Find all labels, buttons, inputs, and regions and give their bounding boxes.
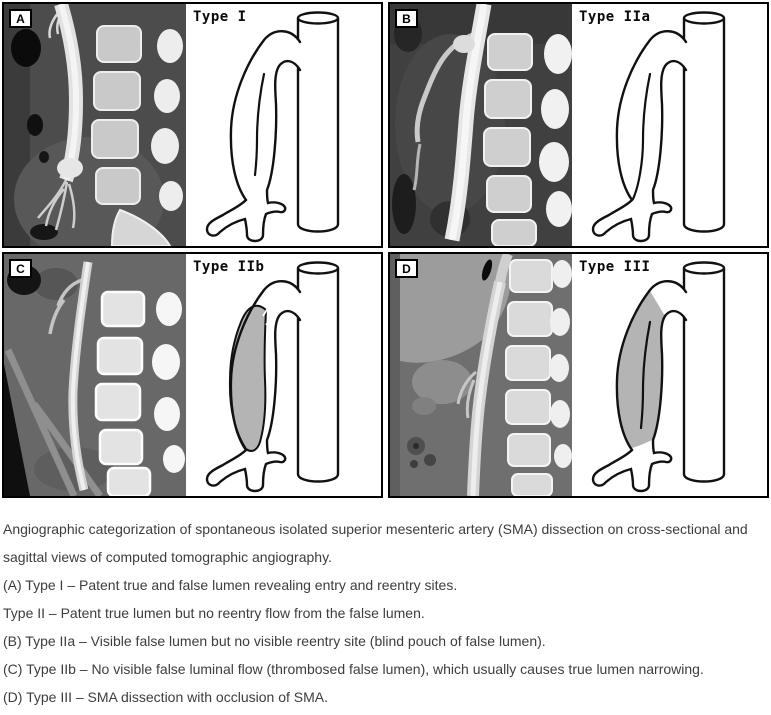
diagram-type-iib: Type IIb — [186, 254, 381, 496]
panel-letter-badge: A — [9, 9, 32, 28]
panel-b: B Type IIa — [388, 2, 769, 248]
panel-letter: C — [16, 261, 25, 276]
caption-item-c: (C) Type IIb – No visible false luminal … — [3, 661, 704, 677]
ct-image-c: C — [4, 254, 186, 496]
figure-caption: Angiographic categorization of spontaneo… — [3, 515, 761, 711]
sma-outline — [205, 280, 302, 493]
panel-letter: A — [16, 11, 25, 26]
caption-item-type2: Type II – Patent true lumen but no reent… — [3, 605, 425, 621]
type-label: Type IIa — [579, 9, 651, 25]
diagram-type-i: Type I — [186, 4, 381, 246]
aorta-opening — [296, 11, 340, 25]
ct-image-d: D — [390, 254, 572, 496]
figure-grid: A Type I — [2, 2, 769, 498]
dissection-flap-line — [639, 320, 652, 430]
dissection-flap-line — [631, 72, 652, 201]
entry-tear-marks — [262, 307, 272, 326]
aorta-opening — [682, 261, 726, 275]
sma-occlusion — [616, 291, 665, 448]
aorta-shape — [296, 18, 340, 233]
type-label: Type III — [579, 259, 651, 275]
schematic-type-iib — [205, 261, 340, 493]
schematic-type-iia — [591, 11, 726, 243]
type-label: Type I — [193, 9, 247, 25]
ct-image-a: A — [4, 4, 186, 246]
sma-outline — [591, 280, 688, 493]
panel-letter: D — [402, 261, 411, 276]
dissection-flap-line — [253, 72, 266, 177]
panel-c: C Type IIb — [2, 252, 383, 498]
panel-letter-badge: C — [9, 259, 32, 278]
diagram-type-iii: Type III — [572, 254, 767, 496]
ct-sagittal-b — [390, 4, 572, 246]
panel-letter: B — [402, 11, 411, 26]
caption-item-a: (A) Type I – Patent true and false lumen… — [3, 577, 458, 593]
caption-item-b: (B) Type IIa – Visible false lumen but n… — [3, 633, 546, 649]
diagram-type-iia: Type IIa — [572, 4, 767, 246]
schematic-type-i — [205, 11, 340, 243]
aorta-opening — [682, 11, 726, 25]
aorta-opening — [296, 261, 340, 275]
ct-sagittal-c — [4, 254, 186, 496]
panel-a: A Type I — [2, 2, 383, 248]
aorta-shape — [682, 268, 726, 483]
panel-letter-badge: B — [395, 9, 418, 28]
sma-outline — [205, 30, 302, 243]
sma-outline — [591, 30, 688, 243]
panel-d: D Type III — [388, 252, 769, 498]
caption-intro: Angiographic categorization of spontaneo… — [3, 521, 748, 565]
caption-item-d: (D) Type III – SMA dissection with occlu… — [3, 689, 328, 705]
aorta-shape — [682, 18, 726, 233]
panel-letter-badge: D — [395, 259, 418, 278]
ct-sagittal-d — [390, 254, 572, 496]
aorta-shape — [296, 268, 340, 483]
ct-image-b: B — [390, 4, 572, 246]
schematic-type-iii — [591, 261, 726, 493]
type-label: Type IIb — [193, 259, 265, 275]
ct-sagittal-a — [4, 4, 186, 246]
